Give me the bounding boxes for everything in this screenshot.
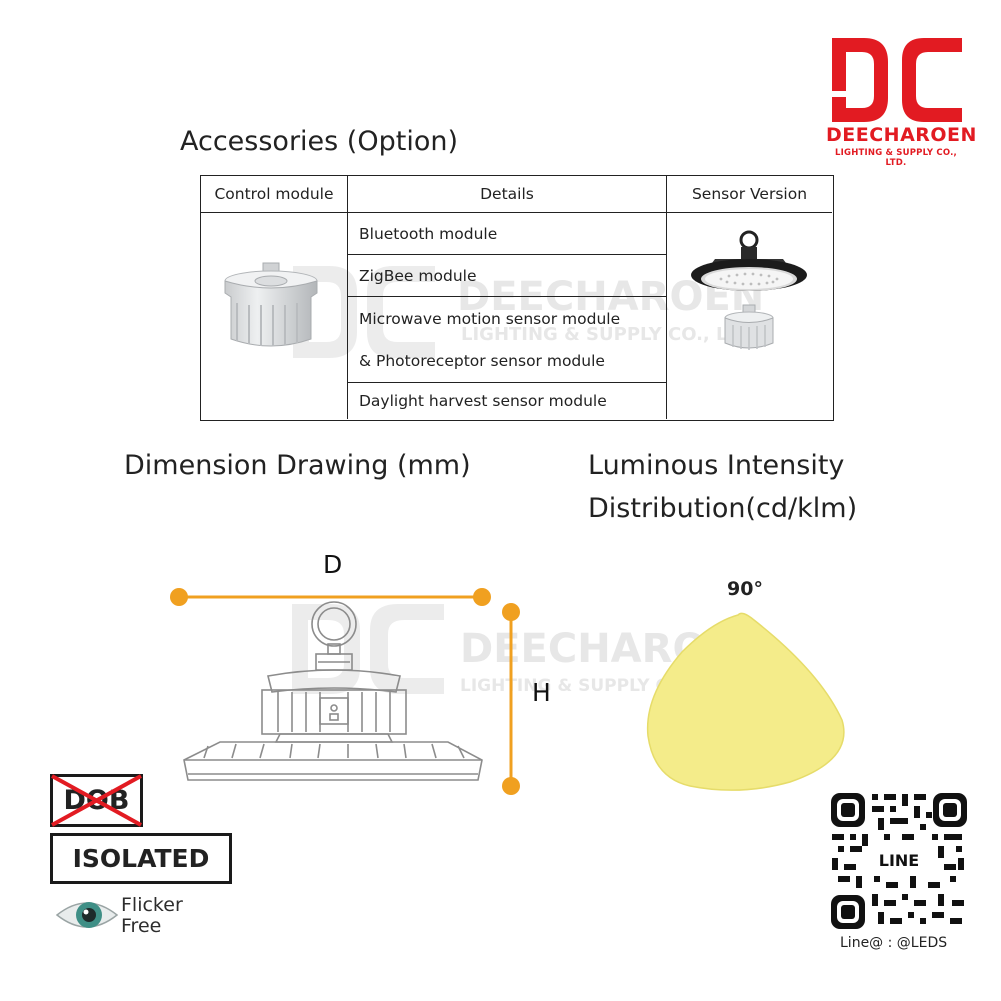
sensor-version-cell: [667, 213, 832, 419]
dob-cross-icon: [51, 774, 142, 827]
dimension-drawing: [170, 588, 520, 795]
eye-icon: [55, 902, 119, 928]
luminous-distribution-plot: [646, 612, 845, 791]
luminous-title-line2: Distribution(cd/klm): [588, 493, 858, 524]
qr-center-panel: [870, 850, 928, 874]
line-qr-code[interactable]: LINE: [830, 792, 968, 930]
h-bottom-dot: [502, 777, 520, 795]
header-details: Details: [348, 176, 667, 213]
sensor-version-image: [691, 230, 807, 350]
accessories-title: Accessories (Option): [180, 126, 458, 157]
qr-code-image: [831, 793, 967, 929]
lamp-outline: [183, 601, 483, 781]
dc-logo-mark: [828, 38, 962, 122]
control-module-image: [224, 262, 318, 347]
detail-microwave: Microwave motion sensor module: [348, 297, 667, 340]
isolated-badge: ISOLATED: [50, 833, 232, 884]
qr-finder-patterns: [831, 793, 967, 929]
dimension-title: Dimension Drawing (mm): [124, 450, 471, 481]
h-top-dot: [502, 603, 520, 621]
flicker-text: Flicker: [121, 894, 183, 916]
luminous-title-line1: Luminous Intensity: [588, 450, 845, 481]
drawing-watermark-mark: [292, 604, 444, 694]
detail-photoreceptor: & Photoreceptor sensor module: [348, 340, 667, 383]
qr-caption: Line@ : @LEDS: [840, 935, 948, 951]
d-left-dot: [170, 588, 188, 606]
brand-subtitle: LIGHTING & SUPPLY CO., LTD.: [835, 148, 957, 168]
accessories-table: DEECHAROEN LIGHTING & SUPPLY CO., LTD. C…: [200, 175, 834, 421]
detail-zigbee: ZigBee module: [348, 255, 667, 297]
qr-modules: [832, 794, 964, 924]
header-sensor-version: Sensor Version: [667, 176, 832, 213]
dob-badge: DOB: [50, 774, 143, 827]
free-text: Free: [121, 915, 162, 937]
brand-name: DEECHAROEN: [826, 124, 977, 146]
distribution-curve: [646, 612, 845, 791]
flicker-free-badge: Flicker Free: [55, 893, 205, 943]
dimension-d-label: D: [323, 550, 343, 579]
angle-label: 90°: [727, 578, 763, 600]
header-control-module: Control module: [201, 176, 348, 213]
detail-daylight-harvest: Daylight harvest sensor module: [348, 383, 667, 419]
d-right-dot: [473, 588, 491, 606]
detail-bluetooth: Bluetooth module: [348, 213, 667, 255]
qr-line-label: LINE: [878, 851, 920, 870]
brand-logo: DEECHAROEN LIGHTING & SUPPLY CO., LTD.: [826, 36, 977, 168]
dimension-h-label: H: [532, 678, 551, 707]
control-module-cell: [201, 213, 348, 419]
